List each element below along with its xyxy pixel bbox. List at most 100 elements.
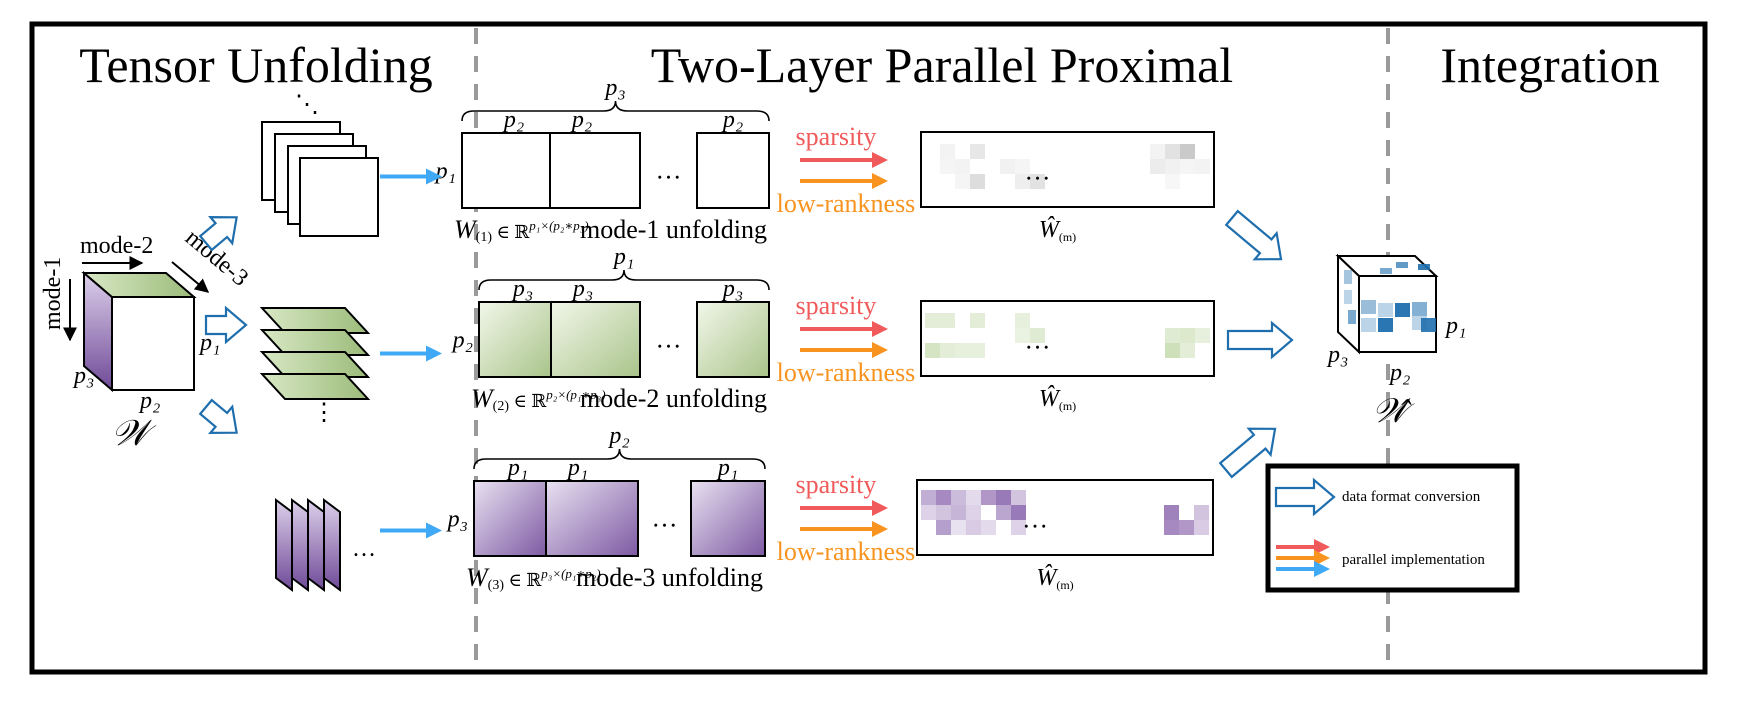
row-label: p₃ — [446, 507, 468, 533]
slice — [323, 498, 341, 592]
lowrank-arrow — [800, 173, 888, 189]
matrix-block — [696, 301, 770, 378]
stack-ellipsis: ⋱ — [295, 92, 319, 118]
stack-ellipsis: … — [352, 536, 376, 562]
result-cell — [970, 313, 985, 328]
unfolding-arrow — [380, 522, 442, 539]
arrow-head — [1314, 539, 1330, 555]
integrated-p1-label: p₁ — [1444, 313, 1466, 339]
result-cell — [966, 505, 981, 520]
integrated-top-cell — [1418, 264, 1430, 270]
result-cell — [1015, 328, 1030, 343]
result-cell — [1015, 159, 1030, 174]
integrated-side-cell — [1348, 310, 1356, 324]
result-cell — [1030, 328, 1045, 343]
matrix-block — [473, 480, 547, 557]
conversion-arrow-down — [198, 398, 238, 434]
unfolding-arrow — [380, 168, 442, 185]
brace-label: p₃ — [603, 75, 625, 101]
arrow-head — [426, 522, 442, 539]
input-tensor — [81, 270, 197, 393]
slice — [259, 329, 371, 356]
conversion-arrow-right — [204, 305, 248, 345]
column-label: p₂ — [502, 107, 524, 133]
result-cell — [1195, 159, 1210, 174]
lowrank-label: low-rankness — [777, 358, 916, 387]
row-label: p₂ — [451, 328, 473, 354]
legend-conversion-label: data format conversion — [1342, 489, 1481, 505]
result-matrix — [916, 479, 1214, 556]
integrated-front-cell — [1361, 318, 1376, 332]
matrix-block — [550, 301, 641, 378]
result-ellipsis: … — [1025, 157, 1051, 186]
legend: data format conversion parallel implemen… — [1265, 463, 1520, 593]
integrated-front-cell — [1412, 302, 1427, 316]
sparsity-arrow — [800, 152, 888, 168]
integration-arrow-bottom — [1218, 427, 1277, 479]
unfolding-formula: W(3) ∈ ℝp₃×(p₁∗p₂) — [466, 563, 601, 593]
result-cell — [1165, 328, 1180, 343]
lowrank-arrow — [800, 521, 888, 537]
result-cell — [955, 343, 970, 358]
integration-arrow-middle — [1226, 320, 1294, 360]
result-cell — [955, 159, 970, 174]
integrated-front-cell — [1378, 303, 1393, 317]
outline-arrow-shape — [1226, 320, 1294, 360]
unfolding-arrow — [380, 345, 442, 362]
matrix-brace — [478, 269, 770, 291]
result-cell — [951, 490, 966, 505]
result-cell — [970, 343, 985, 358]
matrix-ellipsis: … — [652, 504, 678, 533]
integrated-symbol: 𝒲̂ — [1372, 393, 1415, 430]
outline-arrow-shape — [204, 305, 248, 345]
arrow-head — [872, 321, 888, 337]
stack-ellipsis: ⋮ — [312, 400, 336, 426]
result-cell — [951, 505, 966, 520]
integrated-tensor — [1335, 253, 1439, 355]
arrow-head — [426, 168, 442, 185]
result-cell — [936, 520, 951, 535]
slice — [275, 498, 293, 592]
mode-2-slice-stack: ⋮ — [259, 307, 371, 426]
result-cell — [1015, 174, 1030, 189]
result-cell — [1011, 520, 1026, 535]
result-label: Ŵ(m) — [1036, 564, 1073, 592]
result-cell — [1000, 159, 1015, 174]
unfolding-label: mode-3 unfolding — [576, 563, 763, 592]
result-cell — [1015, 313, 1030, 328]
arrow-head — [872, 342, 888, 358]
row-label: p₁ — [434, 159, 456, 185]
result-cell — [966, 520, 981, 535]
sparsity-arrow — [800, 321, 888, 337]
result-matrix — [920, 131, 1215, 208]
matrix-block — [545, 480, 639, 557]
matrix-ellipsis: … — [656, 156, 682, 185]
matrix-ellipsis: … — [656, 325, 682, 354]
result-cell — [940, 343, 955, 358]
slice — [259, 351, 371, 378]
integrated-p3-label: p₃ — [1326, 342, 1348, 368]
mode-1-label: mode-1 — [40, 257, 66, 330]
legend-red-arrow — [1276, 539, 1330, 555]
column-label: p₃ — [511, 276, 533, 302]
lowrank-label: low-rankness — [777, 537, 916, 566]
lowrank-label: low-rankness — [777, 189, 916, 218]
matrix-block — [696, 132, 770, 209]
result-cell — [1164, 505, 1179, 520]
legend-conversion-arrow — [1274, 477, 1336, 517]
mode-3-slice-stack: … — [275, 498, 376, 592]
integrated-front-cell — [1378, 318, 1393, 332]
outline-arrow-shape — [1274, 477, 1336, 517]
matrix-block — [461, 132, 551, 209]
mode-1-slice-stack: ⋱ — [261, 92, 379, 237]
legend-parallel-label: parallel implementation — [1342, 552, 1485, 568]
unfolding-label: mode-1 unfolding — [580, 215, 767, 244]
result-cell — [1180, 328, 1195, 343]
brace-label: p₂ — [607, 423, 629, 449]
result-cell — [1180, 159, 1195, 174]
result-cell — [940, 313, 955, 328]
result-ellipsis: … — [1025, 326, 1051, 355]
result-cell — [1164, 520, 1179, 535]
unfolding-formula: W(1) ∈ ℝp₁×(p₂∗p₃) — [454, 215, 589, 245]
